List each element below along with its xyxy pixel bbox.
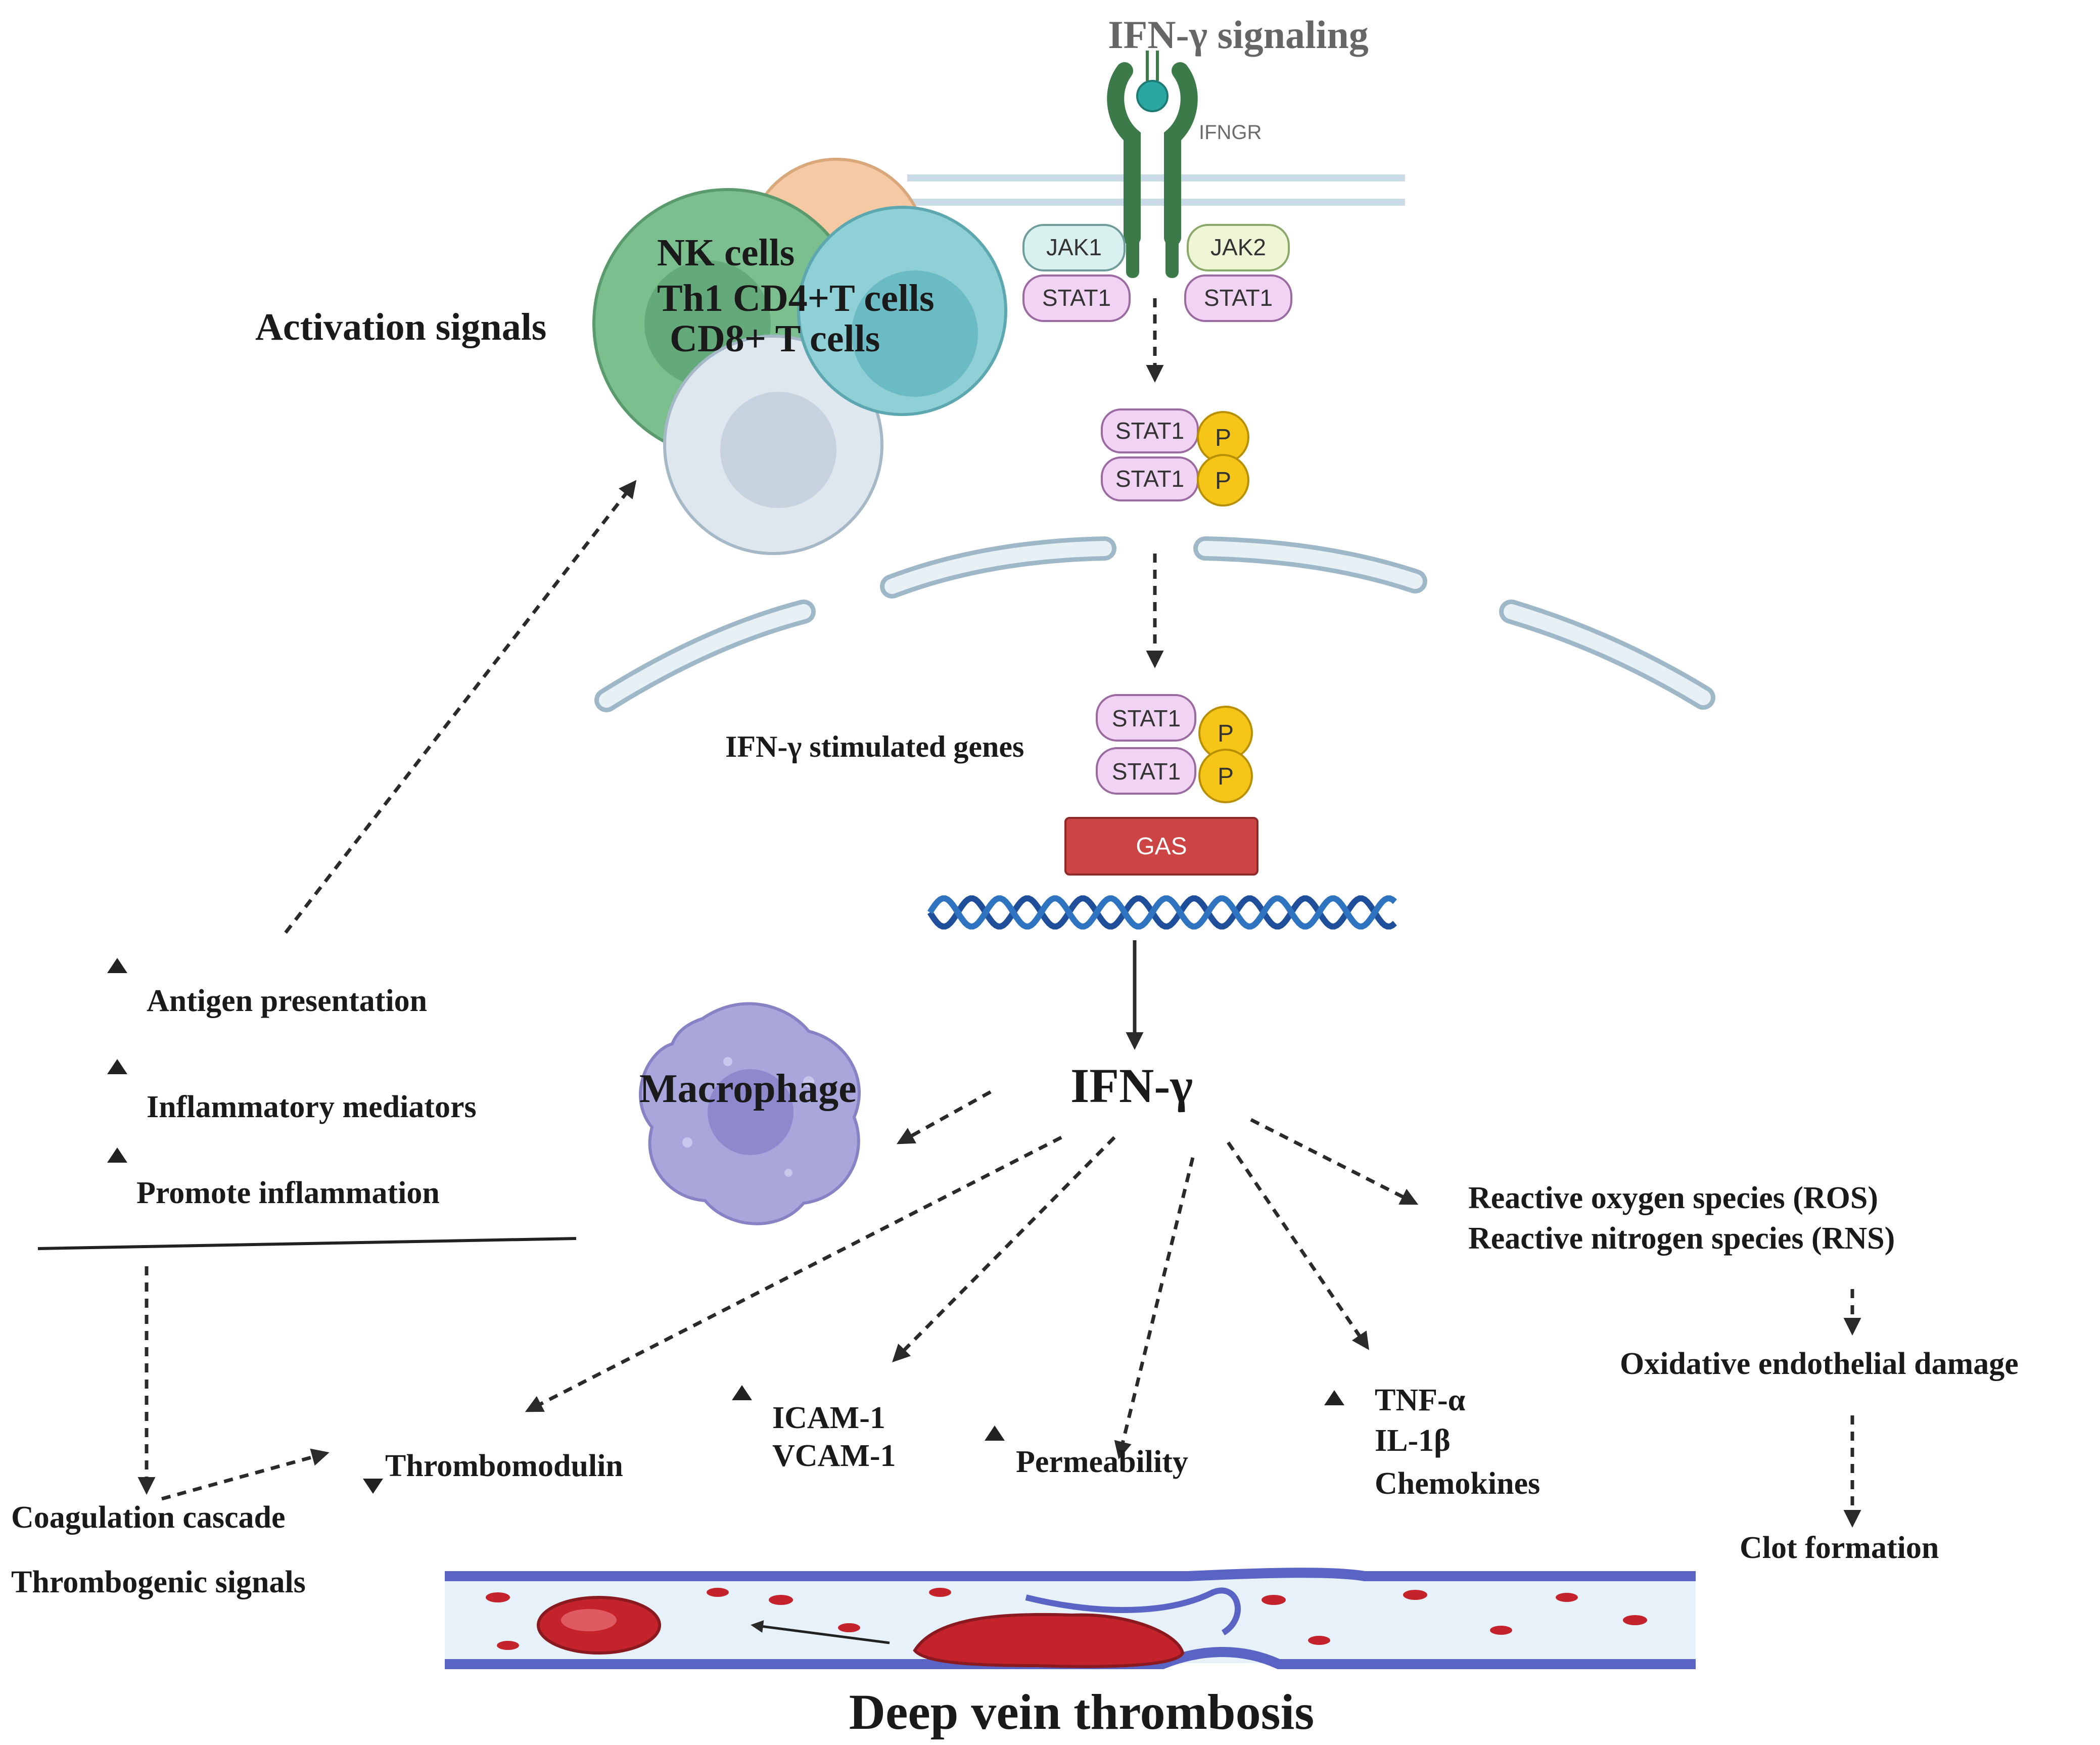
stat1-dimer-nucleus: STAT1 STAT1 P P [1096,694,1253,803]
antigen-presentation-label: Antigen presentation [147,984,427,1018]
icam-label: ICAM-1 [772,1401,885,1435]
svg-text:P: P [1218,720,1234,747]
rns-label: Reactive nitrogen species (RNS) [1468,1221,1895,1256]
macrophage-label: Macrophage [639,1067,857,1111]
svg-text:P: P [1218,763,1234,790]
arrow-to-activation [284,480,637,934]
arrow-coagulation-to-thrombomodulin [161,1448,330,1501]
nk-cells-label: NK cells [657,232,795,274]
vcam-label: VCAM-1 [772,1439,896,1473]
up-arrow-cytokines [1324,1390,1344,1468]
arrow-ifn-to-cytokines [1227,1141,1369,1350]
permeability-label: Permeability [1016,1445,1188,1479]
activation-signals-label: Activation signals [255,306,546,348]
gas-label: GAS [1136,833,1187,860]
gas-element [1064,817,1258,876]
cell-membrane [907,174,1405,206]
ifn-gamma-ligand [1136,80,1169,112]
cd8-cells-label: CD8+ T cells [670,317,880,360]
ifngr-receptor [1107,51,1198,278]
svg-text:STAT1: STAT1 [1112,758,1181,785]
thrombogenic-signals-label: Thrombogenic signals [11,1565,306,1599]
thrombomodulin-label: Thrombomodulin [385,1449,623,1483]
blood-cells [486,1588,1647,1650]
stat1-box-left [1022,274,1131,322]
arrow-ifn-to-ros [1250,1118,1419,1205]
stat1-label-right: STAT1 [1204,285,1273,311]
arrow-ifn-to-macrophage [896,1090,992,1144]
jak2-box [1187,224,1290,271]
svg-text:P: P [1215,425,1231,451]
clot-formation-label: Clot formation [1740,1531,1939,1565]
vein-illustration [445,1568,1696,1669]
chemokines-label: Chemokines [1375,1466,1540,1501]
receptor-label: IFNGR [1199,121,1262,144]
th1-cells-label: Th1 CD4+T cells [657,277,935,319]
arrow-ifn-to-permeability [1114,1157,1195,1459]
dna-helix [927,895,1397,930]
coagulation-cascade-label: Coagulation cascade [11,1500,286,1535]
stat1-box-right [1184,274,1292,322]
signaling-title: IFN-γ signaling [1108,13,1368,57]
arrow-ifn-to-icam [892,1136,1116,1362]
promote-inflammation-label: Promote inflammation [136,1176,440,1210]
oxidative-damage-label: Oxidative endothelial damage [1620,1347,2019,1381]
svg-text:P: P [1215,468,1231,494]
up-arrow-permeability [985,1426,1005,1504]
il1-label: IL-1β [1375,1423,1451,1458]
inflammatory-mediators-label: Inflammatory mediators [147,1090,477,1124]
tnf-label: TNF-α [1375,1383,1465,1417]
stat1-label-left: STAT1 [1042,285,1111,311]
svg-text:STAT1: STAT1 [1115,466,1184,492]
ros-label: Reactive oxygen species (ROS) [1468,1181,1878,1215]
arrow-ifn-to-thrombomodulin [525,1135,1062,1412]
jak1-box [1022,224,1126,271]
ifn-gamma-label: IFN-γ [1070,1059,1193,1113]
jak1-label: JAK1 [1046,234,1102,260]
up-arrow-antigen [107,958,127,1036]
up-arrow-adhesion [732,1385,752,1489]
immune-cells-cluster [592,158,1007,555]
macrophage-cell [639,1002,861,1225]
svg-text:STAT1: STAT1 [1115,418,1184,444]
up-arrow-inflammation [107,1147,127,1233]
up-arrow-mediators [107,1059,127,1137]
dvt-title: Deep vein thrombosis [849,1684,1314,1740]
svg-text:STAT1: STAT1 [1112,705,1181,731]
left-divider [37,1237,577,1250]
clot-main [913,1613,1185,1668]
stimulated-genes-label: IFN-γ stimulated genes [725,730,1024,763]
stat1-dimer-cytoplasm: STAT1 STAT1 P P [1101,408,1249,507]
down-arrow-thrombomodulin [363,1418,383,1494]
jak2-label: JAK2 [1210,234,1266,260]
